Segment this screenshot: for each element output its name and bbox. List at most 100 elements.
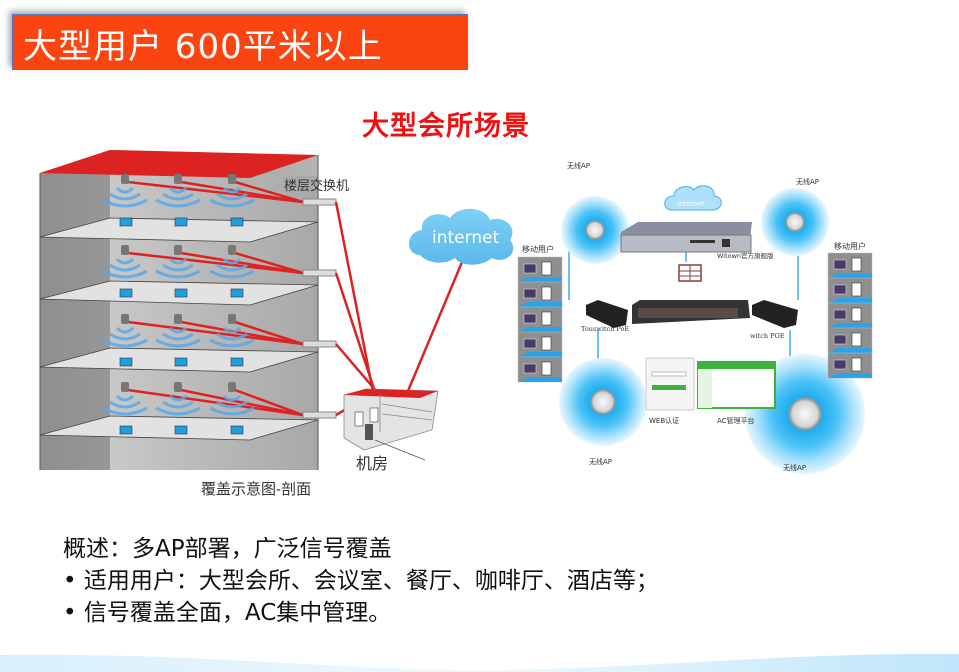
title-banner: 大型用户 600平米以上 <box>12 14 468 70</box>
floor-aps <box>102 174 304 435</box>
device-icon <box>851 257 862 272</box>
shelf-base <box>828 298 872 303</box>
wifi-wave-icon <box>216 263 248 272</box>
ap-bottom-left <box>559 358 647 446</box>
wifi-wave-icon <box>222 186 242 194</box>
wifi-wave-icon <box>209 269 255 279</box>
device-icon <box>833 284 847 295</box>
wifi-wave-icon <box>209 198 255 208</box>
ap-label-top-left: 无线AP <box>567 161 590 170</box>
internet-cloud-icon <box>408 208 514 265</box>
device-icon <box>523 363 537 374</box>
wifi-wave-icon <box>102 269 148 279</box>
device-icon <box>833 334 847 345</box>
server-room <box>343 388 439 461</box>
wifi-wave-icon <box>155 406 201 416</box>
wifi-wave-icon <box>162 332 194 341</box>
wifi-wave-icon <box>102 338 148 348</box>
wifi-wave-icon <box>102 198 148 208</box>
wifi-wave-icon <box>102 406 148 416</box>
server-room-label: 机房 <box>356 454 388 473</box>
shelf-base <box>518 327 562 332</box>
poe-switch-right-icon <box>752 300 798 328</box>
floor-switch <box>302 198 337 206</box>
wifi-wave-icon <box>216 332 248 341</box>
summary-bullet: • 适用用户：大型会所、会议室、餐厅、咖啡厅、酒店等； <box>63 568 659 594</box>
ac-platform-screen <box>697 361 776 409</box>
network-topology <box>517 185 873 474</box>
wifi-wave-icon <box>155 198 201 208</box>
wifi-wave-icon <box>162 263 194 272</box>
device-icon <box>851 332 862 347</box>
shelf-base <box>828 273 872 278</box>
wifi-wave-icon <box>209 338 255 348</box>
floor-switch <box>302 411 337 419</box>
computer-icon <box>230 217 244 227</box>
device-icon <box>541 336 552 351</box>
wifi-wave-icon <box>115 186 135 194</box>
mobile-users-right <box>827 252 873 379</box>
shelf-base <box>518 377 562 382</box>
gateway-label: Witown官方旗舰版 <box>717 251 774 260</box>
wifi-wave-icon <box>109 263 141 272</box>
wifi-wave-icon <box>222 326 242 334</box>
scene-title: 大型会所场景 <box>362 111 530 142</box>
ceiling-ap-icon <box>121 314 129 324</box>
internet-label: internet <box>432 228 500 248</box>
summary: 概述：多AP部署，广泛信号覆盖 • 适用用户：大型会所、会议室、餐厅、咖啡厅、酒… <box>63 533 659 629</box>
floor-switch <box>302 269 337 277</box>
ap-cable <box>234 251 304 275</box>
device-icon <box>833 259 847 270</box>
wifi-wave-icon <box>222 257 242 265</box>
device-icon <box>541 361 552 376</box>
shelf-base <box>518 302 562 307</box>
wifi-wave-icon <box>168 186 188 194</box>
device-icon <box>833 359 847 370</box>
computer-icon <box>119 288 133 298</box>
computer-icon <box>230 288 244 298</box>
poe-left-label: Touswitch PoE <box>581 325 629 333</box>
gateway-device-icon <box>620 222 752 253</box>
wifi-wave-icon <box>162 192 194 201</box>
shelf-base <box>828 373 872 378</box>
ceiling-ap-icon <box>174 174 182 184</box>
computer-icon <box>174 288 188 298</box>
device-icon <box>523 263 537 274</box>
wifi-wave-icon <box>115 326 135 334</box>
ac-platform-label: AC管理平台 <box>717 416 755 425</box>
ceiling-ap-icon <box>121 245 129 255</box>
computer-icon <box>119 357 133 367</box>
wifi-wave-icon <box>155 338 201 348</box>
device-icon <box>541 261 552 276</box>
device-icon <box>851 357 862 372</box>
device-icon <box>541 311 552 326</box>
shelf-base <box>518 352 562 357</box>
ap-cable <box>234 320 304 346</box>
wifi-wave-icon <box>109 192 141 201</box>
mobile-users-left <box>517 256 563 383</box>
floor-switch-label: 楼层交换机 <box>284 178 349 194</box>
ceiling-ap-icon <box>228 382 236 392</box>
device-icon <box>523 288 537 299</box>
computer-icon <box>174 357 188 367</box>
web-auth-label: WEB认证 <box>649 416 679 425</box>
shelf-base <box>518 277 562 282</box>
wifi-wave-icon <box>216 192 248 201</box>
computer-icon <box>174 217 188 227</box>
summary-overview: 概述：多AP部署，广泛信号覆盖 <box>63 536 392 562</box>
wifi-wave-icon <box>209 406 255 416</box>
ap-cable <box>180 251 304 275</box>
ap-cable <box>234 388 304 417</box>
ap-cable <box>127 251 304 275</box>
wifi-wave-icon <box>155 269 201 279</box>
ap-device-icon <box>785 212 805 232</box>
ap-label-bottom-right: 无线AP <box>783 463 806 472</box>
ap-cable <box>127 320 304 346</box>
server-rack-icon <box>365 424 373 440</box>
shelf-base <box>828 323 872 328</box>
ap-cable <box>127 388 304 417</box>
wifi-wave-icon <box>168 326 188 334</box>
ap-cable <box>180 180 304 204</box>
ceiling-ap-icon <box>228 314 236 324</box>
